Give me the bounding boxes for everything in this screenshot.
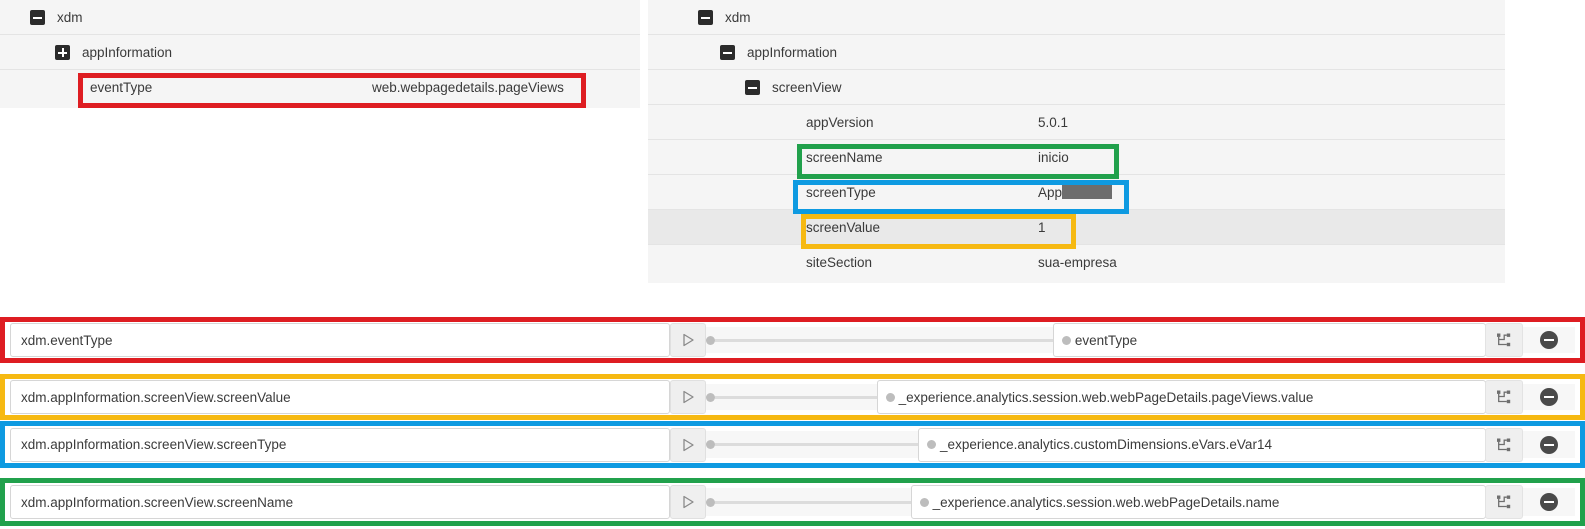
hierarchy-icon[interactable] xyxy=(1485,380,1523,414)
connector-dot-right xyxy=(885,392,895,402)
hierarchy-icon[interactable] xyxy=(1485,485,1524,519)
right-schema-tree-panel: xdm appInformation screenView appVersion 5.0… xyxy=(648,0,1505,283)
tree-node-label: eventType xyxy=(90,80,153,95)
collapse-minus-icon[interactable] xyxy=(745,79,760,95)
right-tree-row-xdm[interactable]: xdm xyxy=(648,0,1505,35)
minus-circle-icon[interactable] xyxy=(1523,323,1575,357)
target-field-text: eventType xyxy=(1074,332,1138,348)
connector-line xyxy=(715,500,911,504)
mapping-row-highlight-green: xdm.appInformation.screenView.screenName… xyxy=(0,478,1585,526)
right-tree-row-screenView[interactable]: screenView xyxy=(648,70,1505,105)
remove-mapping-button[interactable] xyxy=(1540,435,1559,454)
connector-dot-right xyxy=(927,440,937,449)
left-tree-row-eventType[interactable]: eventType web.webpagedetails.pageViews xyxy=(0,70,640,105)
play-outline-icon[interactable] xyxy=(670,427,706,462)
collapse-minus-icon[interactable] xyxy=(30,9,45,25)
source-field-input[interactable]: xdm.appInformation.screenView.screenValu… xyxy=(10,380,670,414)
target-field-input[interactable]: _experience.analytics.session.web.webPag… xyxy=(876,380,1486,414)
tree-node-label: appVersion xyxy=(806,114,874,130)
connector-dot-left xyxy=(706,440,715,449)
right-tree-row-appVersion[interactable]: appVersion 5.0.1 xyxy=(648,105,1505,140)
tree-node-label: screenValue xyxy=(806,219,881,235)
connector-dot-left xyxy=(706,392,715,402)
mapping-row-highlight-blue: xdm.appInformation.screenView.screenType… xyxy=(0,421,1585,468)
target-field-text: _experience.analytics.customDimensions.e… xyxy=(940,437,1272,452)
mapping-row-highlight-yellow: xdm.appInformation.screenView.screenValu… xyxy=(0,374,1585,420)
left-tree-row-xdm[interactable]: xdm xyxy=(0,0,640,35)
tree-node-label: appInformation xyxy=(747,44,838,60)
left-tree-row-appInformation[interactable]: appInformation xyxy=(0,35,640,70)
source-field-input[interactable]: xdm.eventType xyxy=(10,323,670,357)
tree-node-label: screenView xyxy=(772,79,842,95)
play-outline-icon[interactable] xyxy=(670,323,706,357)
mapping-row: xdm.eventType eventType xyxy=(10,323,1575,357)
redaction-bar xyxy=(1062,184,1113,199)
hierarchy-icon[interactable] xyxy=(1485,427,1524,462)
collapse-minus-icon[interactable] xyxy=(720,44,735,60)
right-tree-row-appInformation[interactable]: appInformation xyxy=(648,35,1505,70)
connector-dot-right xyxy=(919,497,929,507)
hierarchy-icon[interactable] xyxy=(1485,323,1524,357)
tree-node-value: 5.0.1 xyxy=(1038,114,1069,130)
minus-circle-icon[interactable] xyxy=(1523,485,1575,519)
mapping-connector xyxy=(706,485,911,519)
mapping-row: xdm.appInformation.screenView.screenType… xyxy=(10,427,1575,462)
right-tree-row-screenName[interactable]: screenName inicio xyxy=(648,140,1505,175)
collapse-minus-icon[interactable] xyxy=(698,9,713,25)
right-tree-row-siteSection[interactable]: siteSection sua-empresa xyxy=(648,245,1505,280)
right-tree-row-screenValue[interactable]: screenValue 1 xyxy=(648,210,1505,245)
remove-mapping-button[interactable] xyxy=(1540,388,1558,406)
mapping-row: xdm.appInformation.screenView.screenName… xyxy=(10,485,1575,519)
tree-node-label: appInformation xyxy=(82,44,173,60)
tree-node-value: 1 xyxy=(1038,219,1046,235)
connector-dot-left xyxy=(706,497,715,507)
mapping-row: xdm.appInformation.screenView.screenValu… xyxy=(10,380,1575,414)
connector-line xyxy=(715,443,919,446)
target-field-text: _experience.analytics.session.web.webPag… xyxy=(932,494,1280,510)
source-field-input[interactable]: xdm.appInformation.screenView.screenType xyxy=(10,427,670,462)
tree-node-value: sua-empresa xyxy=(1038,255,1117,270)
tree-node-value: App xyxy=(1038,184,1113,200)
target-field-input[interactable]: eventType xyxy=(1052,323,1487,357)
play-outline-icon[interactable] xyxy=(670,380,706,414)
connector-line xyxy=(715,338,1053,342)
minus-circle-icon[interactable] xyxy=(1523,380,1575,414)
tree-node-value: web.webpagedetails.pageViews xyxy=(372,80,564,95)
left-schema-tree-panel: xdm appInformation eventType web.webpagedet… xyxy=(0,0,640,108)
remove-mapping-button[interactable] xyxy=(1540,331,1559,349)
connector-dot-left xyxy=(706,335,715,345)
target-field-input[interactable]: _experience.analytics.session.web.webPag… xyxy=(910,485,1487,519)
expand-plus-icon[interactable] xyxy=(55,44,70,60)
tree-node-label: siteSection xyxy=(806,255,873,270)
mapping-connector xyxy=(706,380,877,414)
tree-node-value: inicio xyxy=(1038,149,1069,165)
mapping-connector xyxy=(706,428,919,462)
right-tree-row-screenType[interactable]: screenType App xyxy=(648,175,1505,210)
connector-dot-right xyxy=(1061,335,1071,345)
tree-node-label: screenType xyxy=(806,184,876,200)
connector-line xyxy=(715,395,877,399)
tree-node-label: xdm xyxy=(57,9,83,25)
target-field-text: _experience.analytics.session.web.webPag… xyxy=(898,389,1314,405)
mapping-connector xyxy=(706,323,1053,357)
mapping-row-highlight-red: xdm.eventType eventType xyxy=(0,317,1585,363)
tree-node-label: xdm xyxy=(725,9,751,25)
target-field-input[interactable]: _experience.analytics.customDimensions.e… xyxy=(918,427,1487,462)
tree-node-label: screenName xyxy=(806,149,883,165)
source-field-input[interactable]: xdm.appInformation.screenView.screenName xyxy=(10,485,670,519)
minus-circle-icon[interactable] xyxy=(1523,428,1575,462)
play-outline-icon[interactable] xyxy=(670,485,706,519)
remove-mapping-button[interactable] xyxy=(1540,493,1559,511)
